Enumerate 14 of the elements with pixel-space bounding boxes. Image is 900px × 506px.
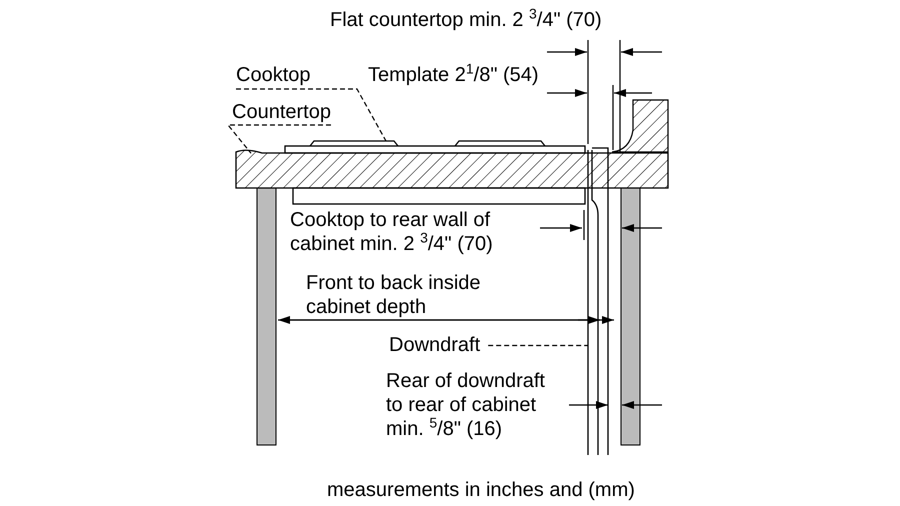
callout-label: Downdraft [389,334,480,357]
dimension-label: Rear of downdraft to rear of cabinet min. $^{5}$/8" (16) [386,369,546,441]
cooktop-drawing [284,140,586,205]
caption: measurements in inches and (mm) [327,479,635,502]
leader-line [236,88,387,142]
leader-line [488,344,588,346]
dimension-label: Flat countertop min. 2 $^{3}$/4" (70) [330,9,602,32]
dimension-label: Front to back inside cabinet depth [306,271,482,319]
callout-label: Cooktop [236,64,310,87]
dimension-label: Cooktop to rear wall of cabinet min. 2 $^{3}$/4" (70) [290,208,494,256]
callout-label: Countertop [232,101,331,124]
leader-line [226,124,331,154]
dimension-label: Template 2$^{1}$/8" (54) [368,64,539,87]
downdraft-drawing [587,147,609,455]
